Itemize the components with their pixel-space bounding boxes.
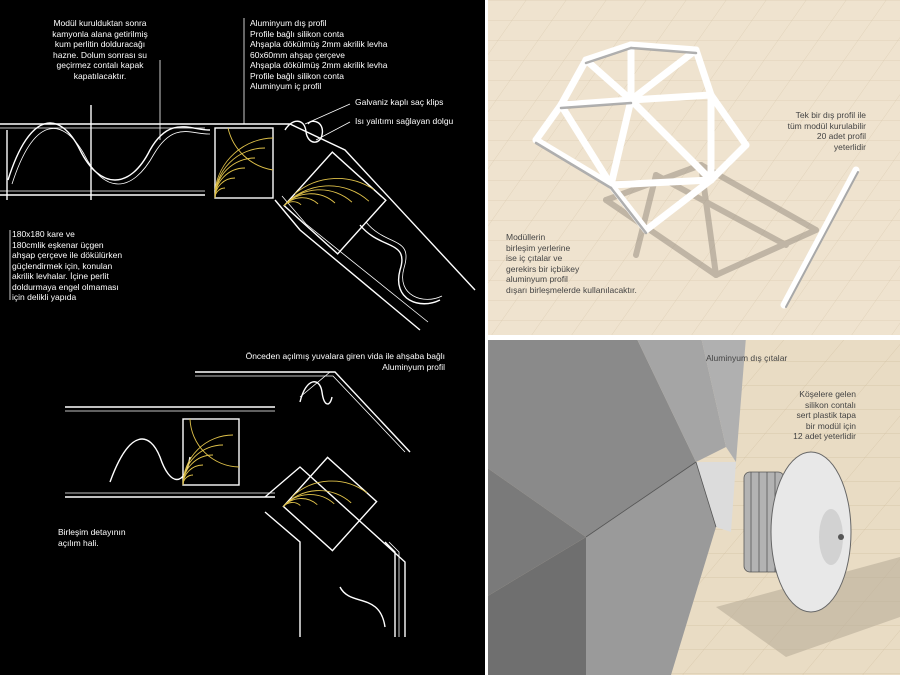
open-detail-note: Birleşim detayının açılım hali. [58, 527, 126, 548]
render-corner-plug: Aluminyum dış çıtalar Köşelere gelen sil… [486, 337, 900, 675]
render-top-scene [486, 0, 900, 337]
wood-grain-left [214, 127, 274, 199]
cad-bottom-drawing [65, 371, 411, 637]
silicone-plug [743, 451, 852, 613]
frame-struts [532, 41, 750, 234]
clip-label: Galvaniz kaplı saç klips [355, 97, 444, 107]
wood-frame-right [283, 151, 387, 255]
galvanized-clip [284, 120, 324, 143]
perforated-acrylic-sheet [7, 122, 211, 181]
module-filling-note: Modül kurulduktan sonra kamyonla alana g… [52, 18, 148, 81]
horizontal-divider [486, 335, 900, 340]
single-profile-strut [780, 166, 860, 309]
render-bottom-scene [486, 337, 900, 675]
plug-note: Köşelere gelen silikon contalı sert plas… [793, 389, 856, 441]
corner-opening [696, 462, 736, 532]
layer-list-note: Aluminyum dış profil Profile bağlı silik… [250, 18, 388, 91]
aluminium-profile-screw [195, 371, 411, 453]
profile-count-note: Tek bir dış profil ile tüm modül kurulab… [787, 110, 866, 152]
wood-frame-left-open [182, 418, 240, 486]
render-icosahedron-frame: Tek bir dış profil ile tüm modül kurulab… [486, 0, 900, 337]
insulation-label: Isı yalıtımı sağlayan dolgu [355, 116, 454, 126]
joint-profile-note: Modüllerin birleşim yerlerine ise iç çıt… [506, 232, 637, 295]
outer-strips-label: Aluminyum dış çıtalar [706, 353, 788, 363]
cad-joint-detail-assembled: Modül kurulduktan sonra kamyonla alana g… [0, 0, 486, 337]
screw-profile-note: Önceden açılmış yuvalara giren vida ile … [245, 351, 445, 372]
cad-joint-detail-exploded: Önceden açılmış yuvalara giren vida ile … [0, 337, 486, 675]
acrylic-frame-note: 180x180 kare ve 180cmlik eşkenar üçgen a… [12, 229, 123, 302]
panel-upper-left [486, 337, 696, 537]
cad-top-drawing [0, 18, 476, 331]
wood-frame-left [214, 127, 274, 199]
wood-frame-right-open [282, 456, 378, 552]
